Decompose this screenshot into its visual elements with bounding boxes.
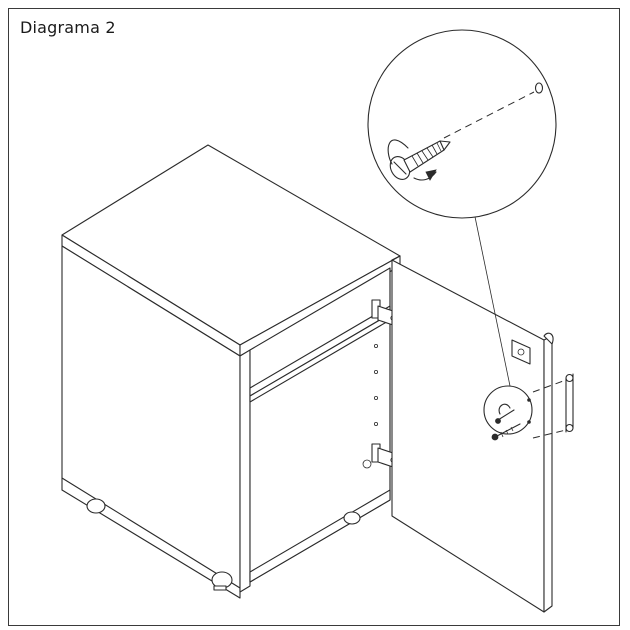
- screw-icon: [389, 140, 451, 180]
- handle-icon: [532, 373, 574, 439]
- magnifier-circle-icon: [483, 385, 533, 435]
- caster-wheels: [86, 498, 361, 591]
- cabinet: [61, 144, 401, 599]
- cabinet-door: [391, 255, 554, 613]
- screw-hole: [534, 82, 544, 94]
- door-latch-plate: [511, 339, 531, 365]
- rotation-arrow-icon: [387, 139, 437, 181]
- callout-leader-line: [473, 211, 511, 387]
- detail-callout-large: [367, 29, 557, 219]
- diagram-title: Diagrama 2: [20, 18, 116, 37]
- magnifier-circle-icon: [367, 29, 557, 219]
- door-panel: [391, 259, 545, 613]
- insertion-guide-line: [443, 91, 535, 139]
- door-edge: [543, 335, 553, 613]
- detail-callout-small: [483, 385, 533, 435]
- screw-icon: [495, 398, 531, 424]
- cabinet-front-edge: [239, 349, 251, 593]
- screw-icon: [491, 420, 531, 441]
